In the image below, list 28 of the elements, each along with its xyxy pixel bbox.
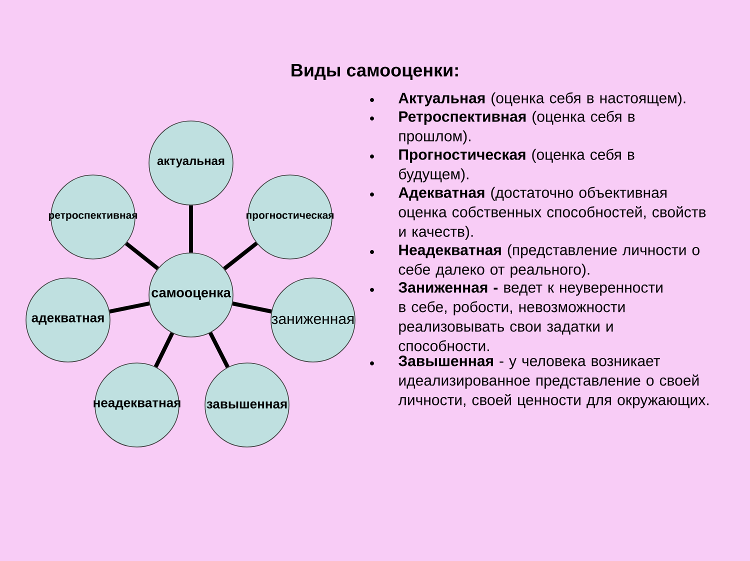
circle (50, 174, 136, 260)
circle (148, 252, 234, 338)
list-item: Завышенная - у человека возникает идеализированное представление о своей личности, своей ценности для окружающих. (398, 356, 708, 408)
connector-line (124, 242, 160, 270)
title: Виды самооценки: (292, 64, 458, 80)
node-label: завышенная (206, 401, 287, 409)
circle (270, 278, 356, 362)
list-item: Адекватная (достаточно объективная оценка собственных способностей, свойств и качеств). (398, 186, 706, 240)
circle (204, 362, 290, 448)
connector-line (208, 332, 230, 368)
list-item: Актуальная (оценка себя в настоящем). (398, 92, 686, 106)
list-item: Прогностическая (оценка себя в будущем). (399, 148, 634, 182)
connector-line (232, 302, 272, 314)
list-item: Неадекватная (представление личности о себе далеко от реального). (398, 244, 700, 278)
circle (248, 174, 332, 260)
node-label: самооценка (152, 290, 231, 300)
circle (148, 120, 234, 206)
node-label: актуальная (157, 158, 224, 168)
connector-line (189, 205, 193, 253)
node-label: заниженная (272, 316, 354, 324)
list-item: Ретроспективная (оценка себя в прошлом). (399, 110, 635, 144)
circle (94, 362, 180, 448)
node-label: адекватная (32, 315, 104, 325)
connector-line (109, 301, 150, 314)
circle (26, 278, 110, 362)
connector-line (154, 332, 174, 368)
list-item: Заниженная - ведет к неуверенности в себе, робости, невозможности реализовывать свои задатки и способности. (398, 282, 662, 352)
connector-line (223, 242, 258, 270)
